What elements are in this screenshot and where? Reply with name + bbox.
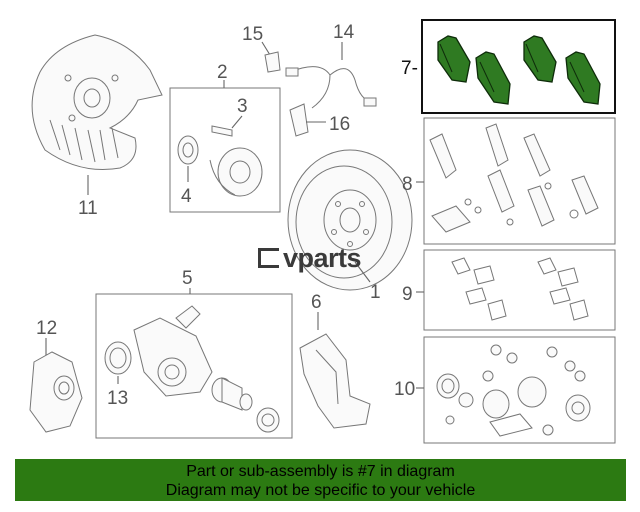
callout-2: 2 — [217, 62, 228, 83]
callout-11: 11 — [78, 198, 98, 219]
brake-pad-part[interactable] — [437, 35, 601, 105]
hub-assembly-box — [169, 87, 281, 213]
pad-support-plate-box — [423, 249, 616, 331]
anti-squeal-shim-part[interactable] — [429, 123, 599, 233]
pad-support-plate-part[interactable] — [451, 257, 589, 321]
brake-rotor-part[interactable] — [287, 149, 413, 291]
callout-12: 12 — [36, 318, 57, 339]
brake-caliper-part[interactable] — [104, 305, 213, 397]
callout-15: 15 — [242, 24, 263, 45]
notice-banner: Part or sub-assembly is #7 in diagram Di… — [15, 459, 626, 501]
hose-bracket-part[interactable] — [264, 51, 281, 73]
dust-shield-part[interactable] — [31, 34, 163, 171]
caliper-body-part[interactable] — [29, 351, 83, 433]
callout-9: 9 — [402, 284, 413, 305]
vparts-logo-icon — [258, 248, 279, 268]
callout-7: 7- — [401, 58, 418, 79]
hose-clip-part[interactable] — [289, 103, 309, 137]
watermark-text: vparts — [283, 243, 362, 273]
caliper-assembly-box — [95, 293, 293, 439]
leader-line-15 — [261, 41, 271, 56]
callout-4: 4 — [181, 186, 192, 207]
anti-squeal-kit-box — [423, 117, 616, 245]
caliper-bracket-part[interactable] — [299, 333, 371, 429]
callout-14: 14 — [333, 22, 355, 43]
caliper-piston-part[interactable] — [211, 377, 280, 433]
banner-line-2: Diagram may not be specific to your vehi… — [165, 482, 476, 499]
hub-bearing-part[interactable] — [177, 135, 263, 197]
vparts-watermark: vparts — [258, 243, 362, 274]
hub-bolt-part[interactable] — [211, 125, 233, 137]
callout-1: 1 — [370, 282, 381, 303]
callout-8: 8 — [402, 174, 413, 195]
callout-10: 10 — [394, 379, 415, 400]
leader-line-3 — [231, 115, 243, 129]
caliper-seal-kit-box — [423, 336, 616, 444]
callout-16: 16 — [329, 114, 350, 135]
callout-6: 6 — [311, 292, 322, 313]
leader-line-1 — [354, 261, 371, 283]
banner-line-1: Part or sub-assembly is #7 in diagram — [186, 463, 455, 480]
callout-13: 13 — [107, 388, 128, 409]
caliper-seal-part[interactable] — [436, 344, 591, 437]
brake-hose-part[interactable] — [285, 66, 377, 109]
callout-5: 5 — [182, 268, 193, 289]
callout-3: 3 — [237, 96, 248, 117]
